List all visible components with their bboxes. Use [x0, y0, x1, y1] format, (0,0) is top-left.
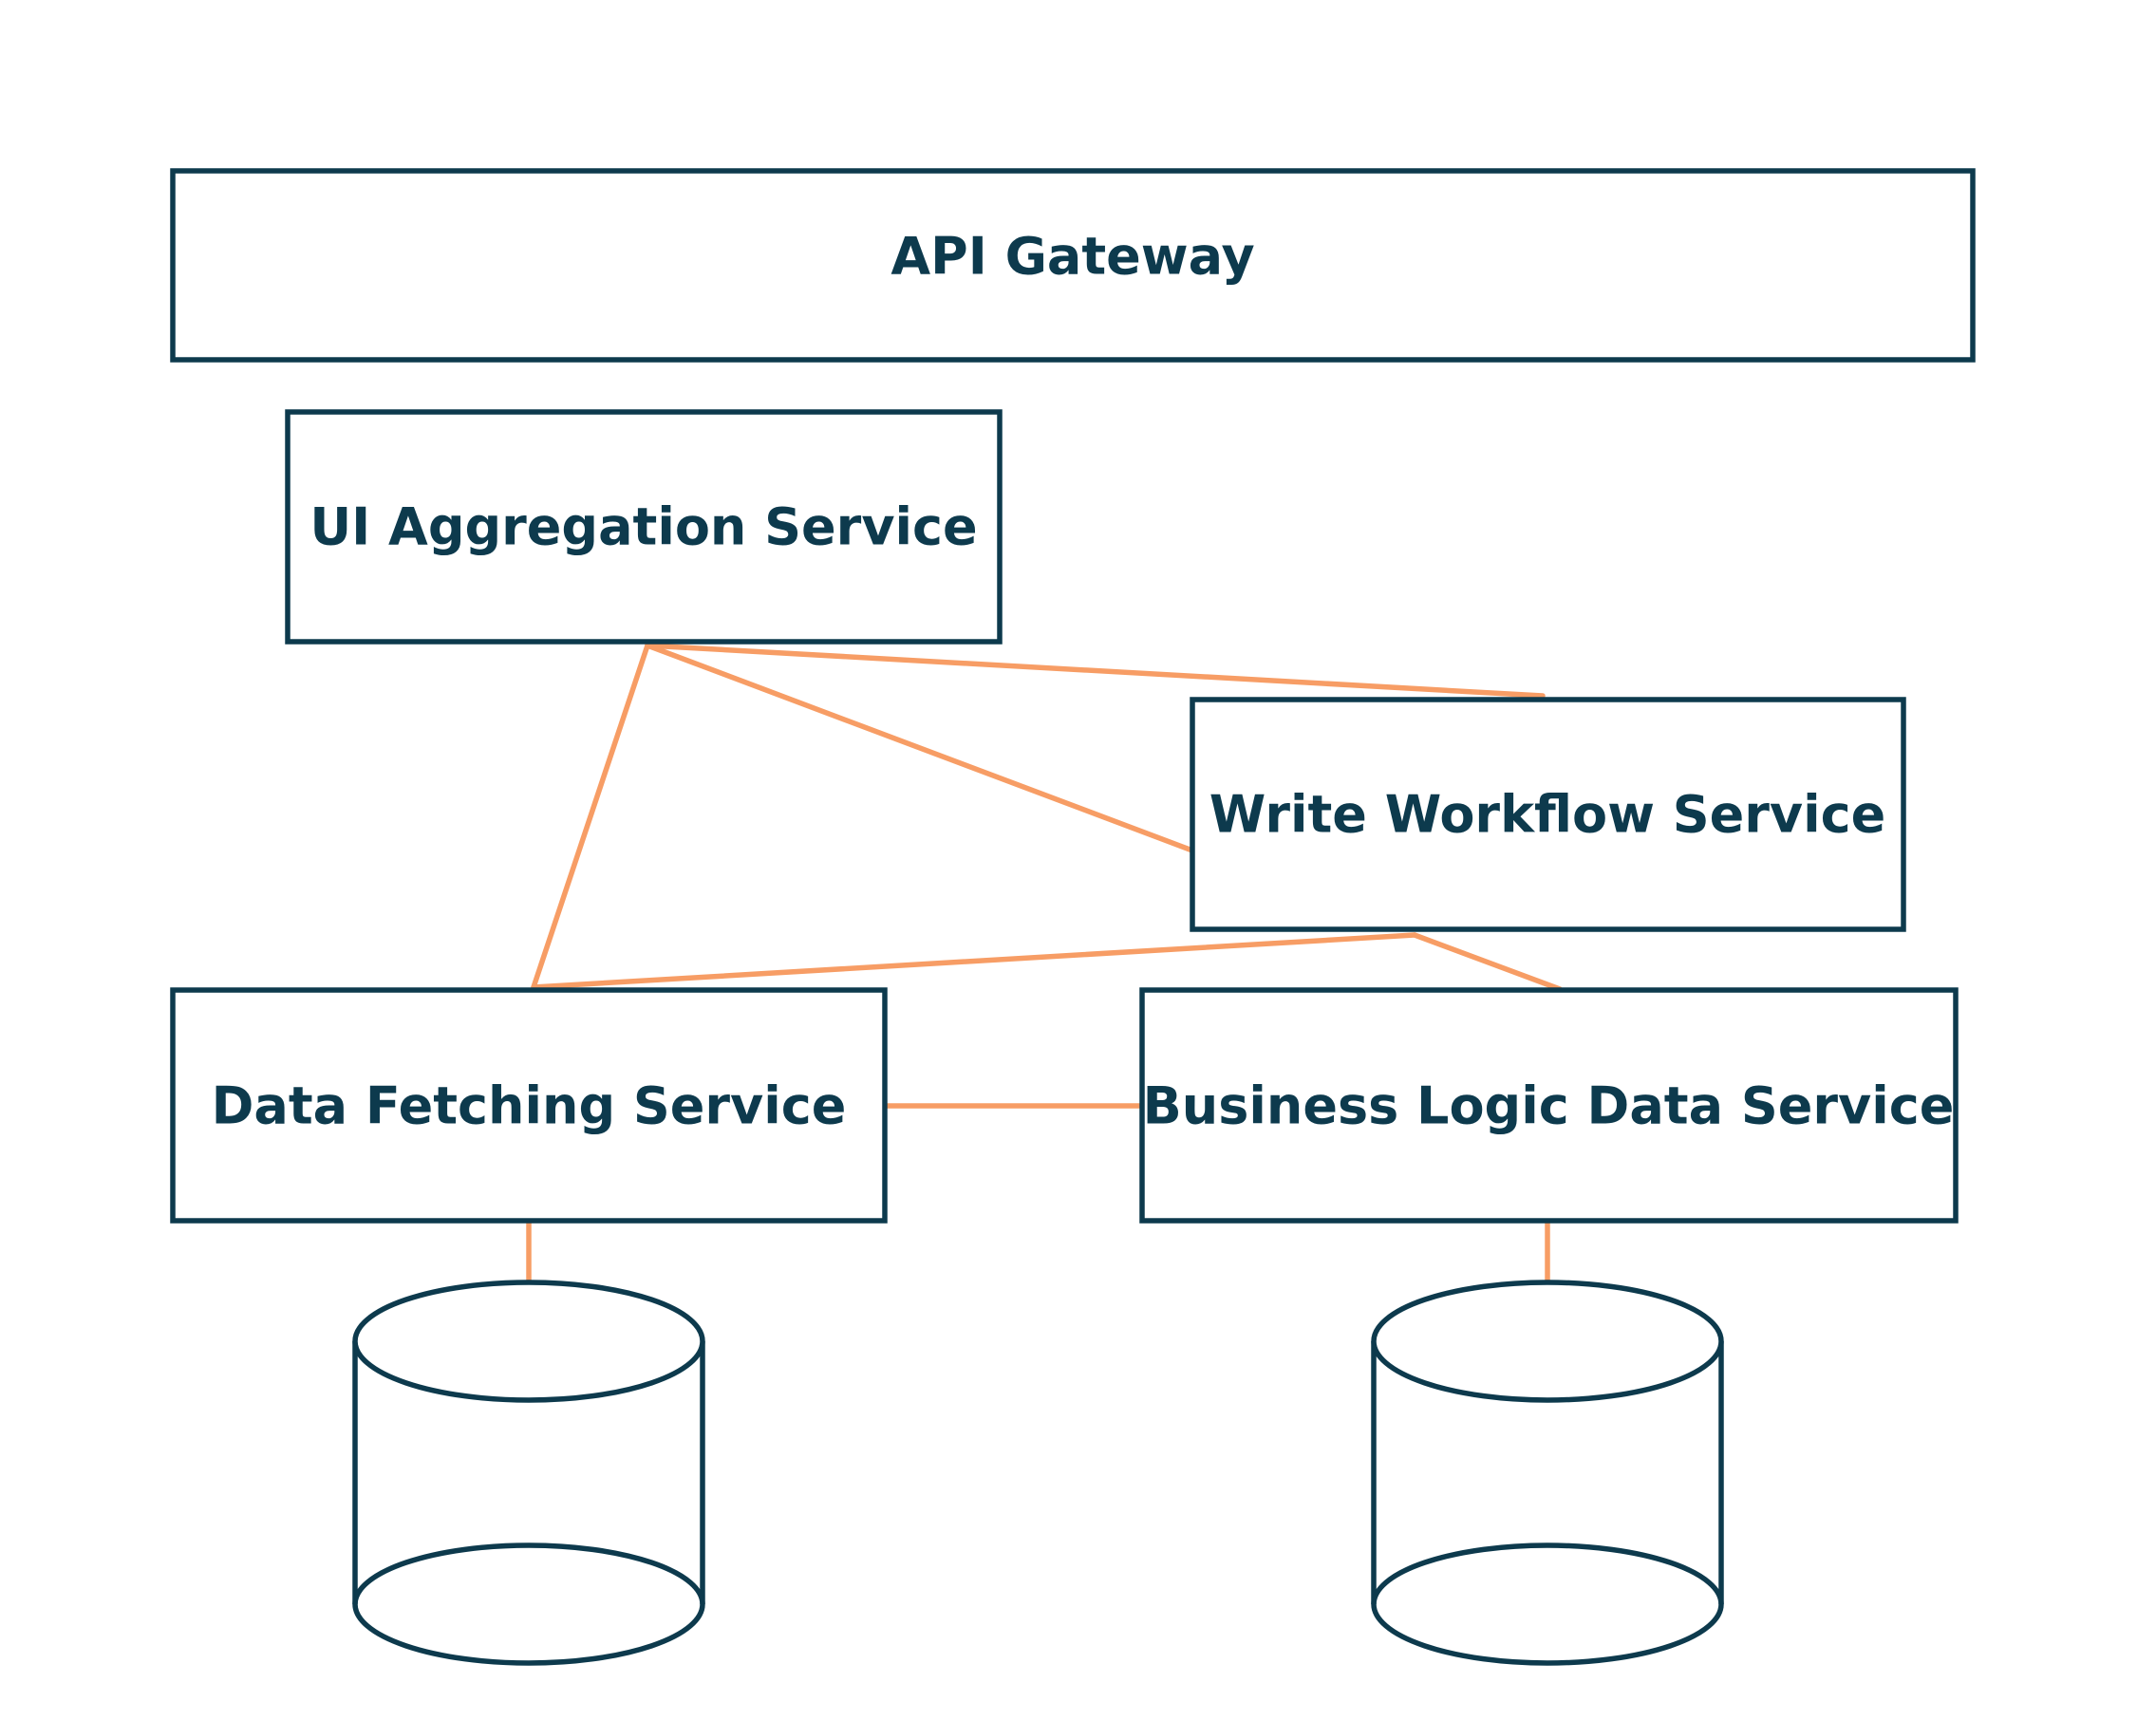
database-top	[1371, 1280, 1724, 1403]
ui-aggregation-service-node: UI Aggregation Service	[285, 409, 1003, 645]
data-fetching-service-label: Data Fetching Service	[212, 1076, 847, 1136]
database-icon	[352, 1280, 705, 1666]
connector-write-to-data-fetching	[531, 932, 1417, 990]
write-workflow-service-box	[1190, 697, 1906, 932]
database-top	[352, 1280, 705, 1403]
connector-write-to-business-logic	[1412, 932, 1563, 992]
api-gateway-box	[170, 168, 1976, 363]
write-workflow-service-label: Write Workflow Service	[1209, 785, 1886, 845]
data-fetching-service-node: Data Fetching Service	[170, 987, 888, 1224]
write-workflow-service-node: Write Workflow Service	[1190, 697, 1906, 932]
database-body	[1371, 1341, 1724, 1666]
connector-ui-to-data-fetching	[531, 643, 650, 990]
ui-aggregation-service-label: UI Aggregation Service	[309, 497, 977, 557]
ui-aggregation-service-box	[285, 409, 1003, 645]
database-icon	[1371, 1280, 1724, 1666]
database-bottom-rim	[352, 1542, 705, 1605]
database-bottom-rim	[1371, 1542, 1724, 1605]
business-logic-data-service-node: Business Logic Data Service	[1139, 987, 1959, 1224]
business-logic-data-service-label: Business Logic Data Service	[1143, 1076, 1955, 1136]
database-body	[352, 1341, 705, 1666]
connector-ui-to-write-top	[645, 643, 1546, 699]
business-logic-data-service-box	[1139, 987, 1959, 1224]
connectors	[526, 643, 1563, 1283]
api-gateway-node: API Gateway	[170, 168, 1976, 363]
api-gateway-label: API Gateway	[891, 227, 1254, 287]
connector-ui-to-write-side	[645, 643, 1195, 853]
data-fetching-service-box	[170, 987, 888, 1224]
